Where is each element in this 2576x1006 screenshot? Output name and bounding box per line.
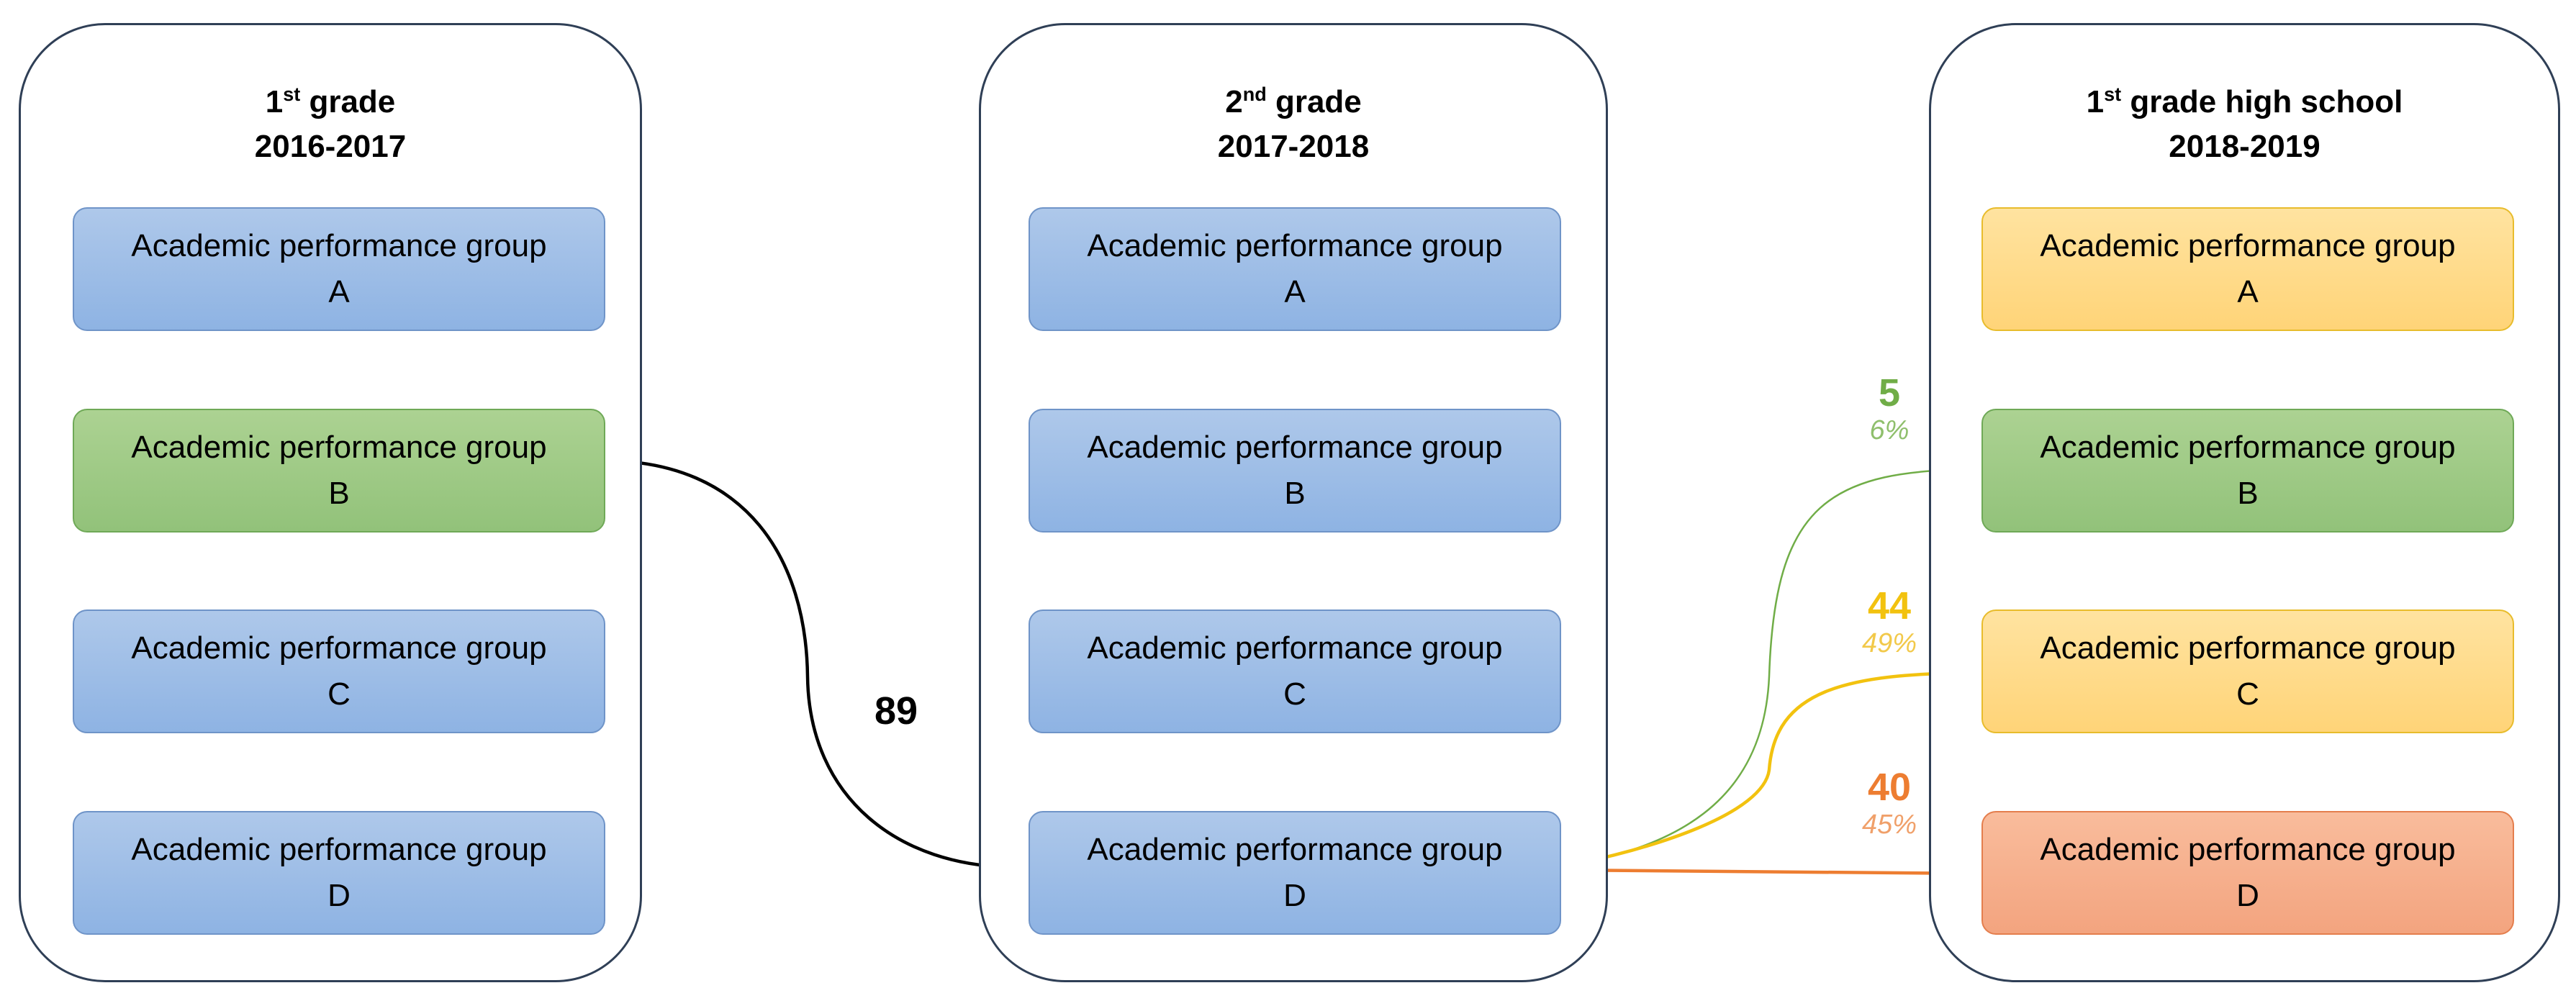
column-1st-grade: 1st grade 2016-2017 Academic performance… bbox=[19, 23, 642, 982]
column-title: 1st grade 2016-2017 bbox=[254, 83, 407, 164]
flow-label-to-c: 44 49% bbox=[1850, 584, 1929, 659]
flow-label-to-d: 40 45% bbox=[1850, 766, 1929, 840]
column-title: 1st grade high school 2018-2019 bbox=[2086, 83, 2403, 164]
column-1st-grade-high-school: 1st grade high school 2018-2019 Academic… bbox=[1929, 23, 2560, 982]
flow-percent-to-c: 49% bbox=[1861, 628, 1917, 658]
column-title: 2nd grade 2017-2018 bbox=[1217, 83, 1370, 164]
flow-arrow-to-d bbox=[1558, 860, 1986, 887]
flow-arrow-to-c bbox=[1558, 660, 1986, 869]
flow-arrow-to-b bbox=[1558, 466, 1984, 869]
column-2nd-grade: 2nd grade 2017-2018 Academic performance… bbox=[979, 23, 1608, 982]
flow-count-b-to-d: 89 bbox=[874, 689, 918, 733]
flow-percent-to-b: 6% bbox=[1869, 415, 1910, 445]
flow-arrow-b-to-d bbox=[602, 458, 1018, 880]
flow-count-to-d: 40 bbox=[1867, 766, 1912, 809]
flow-label-to-b: 5 6% bbox=[1850, 371, 1929, 446]
flow-percent-to-d: 45% bbox=[1861, 810, 1917, 840]
flow-count-to-c: 44 bbox=[1867, 584, 1912, 627]
flow-count-to-b: 5 bbox=[1878, 371, 1901, 414]
